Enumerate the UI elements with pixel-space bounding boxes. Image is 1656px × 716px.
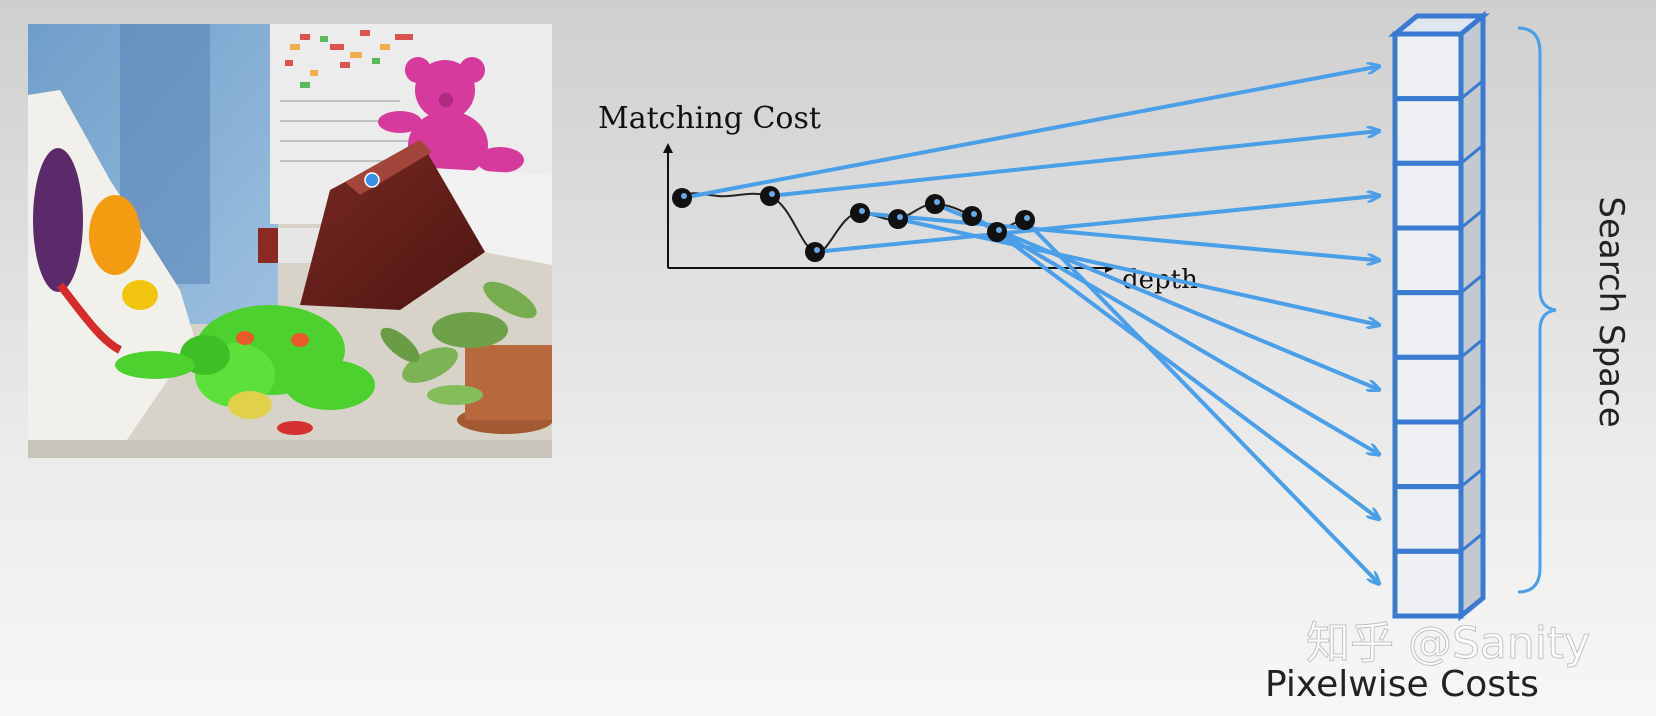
cost-arrow (769, 131, 1379, 198)
volume-cell (1392, 31, 1464, 102)
cost-point-highlight (814, 247, 820, 253)
volume-cell-side-edge (1460, 532, 1484, 553)
search-space-label: Search Space (1591, 196, 1631, 427)
volume-cell (1392, 548, 1464, 619)
cost-arrow (814, 196, 1379, 254)
volume-cell (1392, 160, 1464, 231)
cost-point-highlight (859, 208, 865, 214)
volume-cell-side-edge (1460, 338, 1484, 359)
cost-points (672, 186, 1035, 262)
cost-arrow (934, 202, 1379, 390)
y-axis-label: Matching Cost (598, 101, 821, 136)
pixelwise-costs-label: Pixelwise Costs (1265, 664, 1539, 705)
volume-cell-side-edge (1460, 273, 1484, 294)
volume-cell-side-edge (1460, 14, 1484, 36)
cost-point-highlight (769, 191, 775, 197)
cost-arrow (681, 66, 1379, 200)
cost-arrow (897, 217, 1379, 325)
cost-point-highlight (996, 227, 1002, 233)
volume-cell-side-edge (1460, 144, 1484, 165)
cost-arrow (1023, 218, 1379, 584)
cost-volume (1387, 10, 1491, 622)
cost-point-highlight (681, 193, 687, 199)
volume-cell (1392, 290, 1464, 360)
cost-arrow (970, 214, 1379, 454)
cost-point-highlight (897, 214, 903, 220)
volume-cell (1392, 225, 1464, 296)
watermark: 知乎 @Sanity (1306, 618, 1590, 669)
volume-cell (1392, 484, 1464, 554)
cost-point-highlight (971, 211, 977, 217)
selected-pixel-marker (364, 172, 380, 188)
volume-cell (1392, 354, 1464, 425)
volume-side-face (1458, 10, 1486, 622)
scene-image (28, 24, 552, 458)
volume-cell (1392, 96, 1464, 166)
volume-cell-side-edge (1460, 208, 1484, 230)
search-space-bracket (1517, 26, 1557, 594)
volume-cell-side-edge (1460, 402, 1484, 424)
cost-arrow (995, 230, 1379, 519)
volume-cell (1392, 419, 1464, 490)
cost-arrow (859, 211, 1379, 260)
cost-point-highlight (1024, 215, 1030, 221)
volume-cell-side-edge (1460, 467, 1484, 488)
cost-point-highlight (934, 199, 940, 205)
cost-arrows (681, 66, 1379, 584)
potted-plant (380, 281, 552, 434)
volume-cell-side-edge (1460, 79, 1484, 100)
frog-toy (115, 305, 375, 435)
